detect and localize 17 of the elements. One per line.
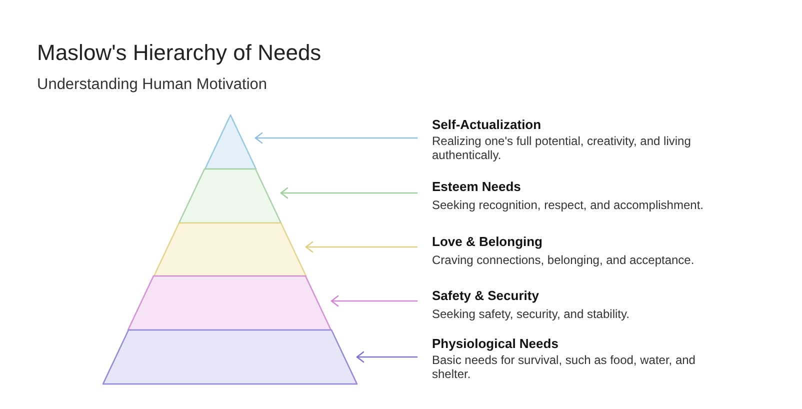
need-heading: Self-Actualization bbox=[432, 117, 542, 133]
need-description: Seeking safety, security, and stability. bbox=[432, 307, 630, 321]
arrow bbox=[356, 351, 418, 363]
need-heading: Safety & Security bbox=[432, 288, 539, 304]
need-description: Basic needs for survival, such as food, water, and shelter. bbox=[432, 353, 696, 381]
need-heading: Physiological Needs bbox=[432, 336, 558, 352]
diagram-subtitle: Understanding Human Motivation bbox=[37, 76, 268, 94]
need-heading: Esteem Needs bbox=[432, 179, 521, 195]
need-description: Craving connections, belonging, and acceptance. bbox=[432, 253, 694, 267]
arrow bbox=[330, 295, 418, 307]
diagram-title: Maslow's Hierarchy of Needs bbox=[37, 39, 322, 67]
arrow bbox=[254, 132, 418, 144]
arrow bbox=[305, 241, 418, 253]
need-description: Realizing one's full potential, creativity, and living authentically. bbox=[432, 134, 692, 162]
need-description: Seeking recognition, respect, and accomplishment. bbox=[432, 198, 704, 212]
arrow bbox=[280, 187, 418, 199]
need-heading: Love & Belonging bbox=[432, 234, 542, 250]
